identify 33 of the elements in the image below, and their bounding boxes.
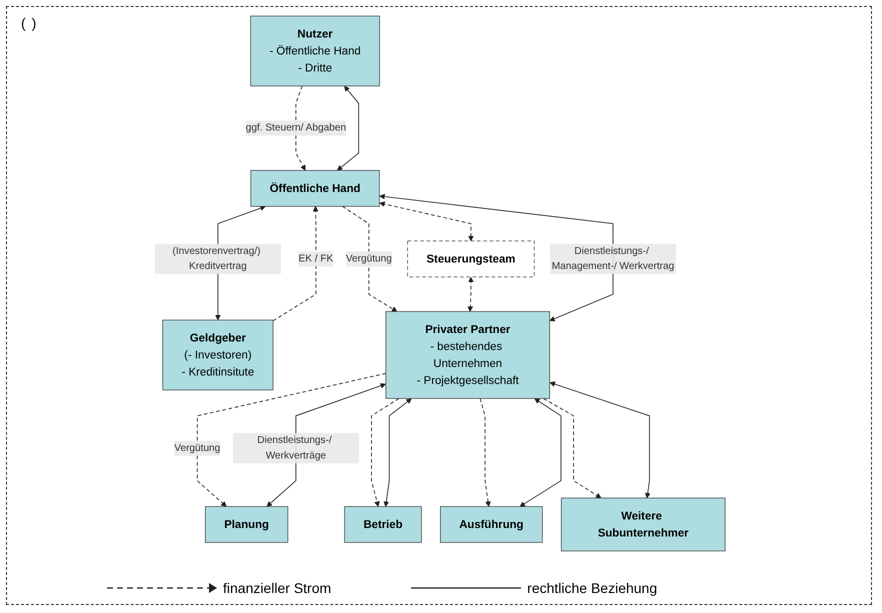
node-box: Öffentliche Hand: [250, 170, 380, 207]
node-box: Betrieb: [344, 506, 422, 543]
arrow: [379, 201, 474, 242]
legend-text: finanzieller Strom: [223, 580, 332, 596]
edge-label: EK / FK: [298, 253, 334, 264]
bracket-note: ): [32, 15, 36, 31]
edge-label: Dienstleistungs-/ Management-/ Werkvertrag: [552, 246, 674, 272]
edge-label: Vergütung: [174, 442, 220, 454]
node-box: Privater Partner - bestehendes Unternehmen - Projektgesellschaft: [386, 311, 550, 399]
arrow: [468, 276, 474, 312]
legend-text: rechtliche Beziehung: [527, 580, 658, 596]
edge-label: ggf. Steuern/ Abgaben: [246, 122, 346, 134]
arrow: [342, 206, 398, 312]
arrow: [384, 398, 412, 507]
arrow: [272, 206, 318, 322]
arrow: [480, 398, 491, 507]
node-box: Geldgeber (- Investoren) - Kreditinsitute: [162, 320, 274, 390]
edge-label: Dienstleistungs-/ Werkverträge: [257, 435, 332, 461]
node-box: Ausführung: [440, 506, 543, 543]
edge-label: Vergütung: [346, 253, 392, 264]
arrow: [543, 398, 602, 498]
node-box: Planung: [205, 506, 288, 543]
node-box: Nutzer - Öffentliche Hand - Dritte: [250, 16, 380, 86]
edge-label: (Investorenvertrag/) Kreditvertrag: [172, 246, 260, 272]
arrow: [550, 381, 650, 498]
bracket-note: (: [21, 15, 26, 31]
node-box: Steuerungsteam: [407, 240, 535, 278]
arrow: [371, 398, 400, 507]
arrow: [295, 86, 306, 171]
arrow: [520, 398, 562, 507]
arrow: [337, 86, 360, 171]
node-box: Weitere Subunternehmer: [560, 498, 726, 552]
arrow: [379, 194, 614, 322]
